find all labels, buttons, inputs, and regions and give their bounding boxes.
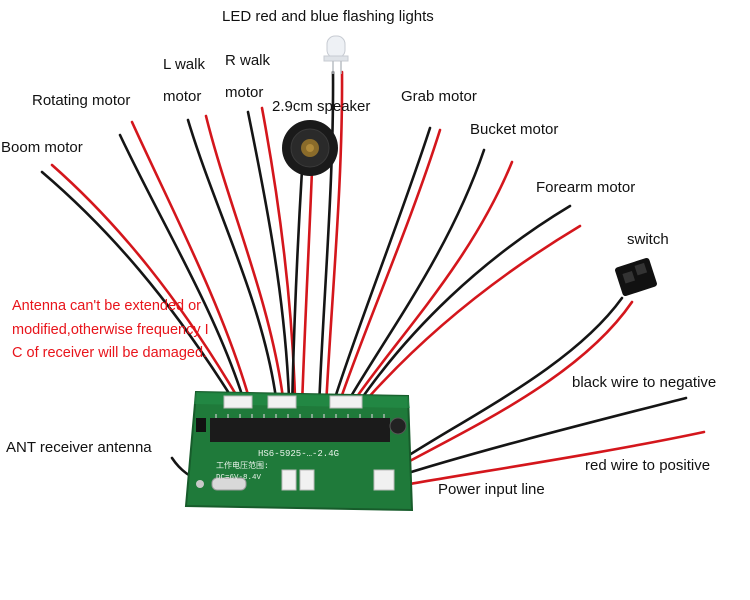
motor-wires: [40, 70, 706, 488]
label-forearm-motor: Forearm motor: [536, 179, 636, 196]
label-switch: switch: [627, 231, 669, 248]
label-r-walk-line2: motor: [225, 84, 264, 101]
label-boom-motor: Boom motor: [1, 139, 83, 156]
switch-wire-black: [384, 296, 624, 472]
rotating-wire-black: [118, 133, 245, 400]
rotating-wire-red: [130, 120, 251, 400]
label-l-walk-line2: motor: [163, 88, 202, 105]
pcb-voltage-text: DC=6V-8.4V: [216, 474, 262, 482]
switch-connector: [615, 257, 657, 297]
pcb-voltage-cn-text: 工作电压范围:: [216, 460, 269, 471]
forearm-wire-black: [360, 204, 572, 400]
label-bucket-motor: Bucket motor: [470, 121, 559, 138]
speaker: [282, 120, 338, 176]
grab-wire-red: [339, 128, 442, 400]
label-black-wire: black wire to negative: [572, 374, 717, 391]
label-grab-motor: Grab motor: [401, 88, 477, 105]
pcb-board: HS6-5925-…-2.4G 工作电压范围: DC=6V-8.4V: [184, 390, 414, 512]
power-wire-black: [390, 396, 688, 480]
lwalk-wire-black: [186, 118, 278, 400]
label-l-walk-line1: L walk: [163, 56, 205, 73]
boom-wire-black: [40, 170, 234, 400]
led-bulb: [323, 35, 349, 74]
label-rotating-motor: Rotating motor: [32, 92, 131, 109]
bucket-wire-black: [348, 148, 486, 400]
rwalk-wire-black: [246, 110, 291, 400]
boom-wire-red: [50, 163, 240, 400]
power-wire-red: [396, 430, 706, 488]
pcb-model-text: HS6-5925-…-2.4G: [258, 449, 339, 459]
label-r-walk-line1: R walk: [225, 52, 271, 69]
antenna-warning: Antenna can't be extended or modified,ot…: [12, 298, 209, 361]
bucket-wire-red: [354, 160, 514, 400]
label-antenna: ANT receiver antenna: [6, 439, 152, 456]
grab-wire-black: [333, 126, 432, 400]
switch-wire-red: [391, 300, 634, 472]
forearm-wire-red: [366, 224, 582, 400]
label-speaker: 2.9cm speaker: [272, 98, 371, 115]
label-red-wire: red wire to positive: [585, 457, 711, 474]
lwalk-wire-red: [204, 114, 285, 400]
label-led: LED red and blue flashing lights: [222, 8, 434, 25]
label-power-input: Power input line: [438, 481, 545, 498]
